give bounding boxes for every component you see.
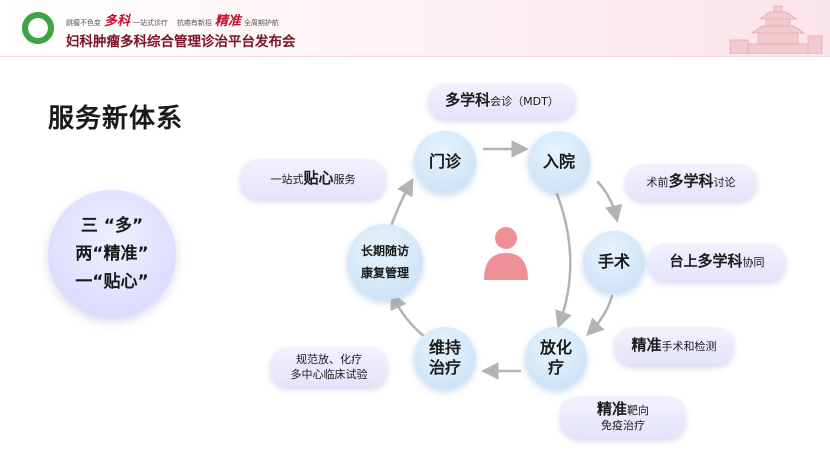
header-slogan: 跳瘤不色变多科一站式诊疗 抗癌有新招精准全周期护航 xyxy=(66,10,279,29)
pill-standard-line2: 多中心临床试验 xyxy=(290,368,368,381)
pill-preop: 术前多学科讨论 xyxy=(625,164,757,200)
pill-preop-post: 讨论 xyxy=(713,176,736,189)
node-chemo: 放化疗 xyxy=(525,327,587,389)
pill-targeted: 精准靶向 免疫治疗 xyxy=(560,396,686,438)
pill-standard-line1: 规范放、化疗 xyxy=(296,353,362,366)
node-maintenance-line2: 治疗 xyxy=(428,358,461,377)
node-admission: 入院 xyxy=(528,131,590,193)
slogan-accent1: 多科 xyxy=(104,14,131,29)
pill-intraop-pre: 台上 xyxy=(669,254,698,270)
pill-mdt-emph: 多学科 xyxy=(445,91,491,109)
arrow-admission-surgery xyxy=(596,180,623,223)
node-followup-line2: 康复管理 xyxy=(360,266,409,280)
pill-mdt-text: 会诊（MDT） xyxy=(490,95,559,108)
slogan-part4: 全周期护航 xyxy=(243,19,279,27)
arrow-admission-chemo xyxy=(555,192,572,329)
pill-standard: 规范放、化疗 多中心临床试验 xyxy=(270,347,388,387)
pill-precise-surgery-post: 手术和检测 xyxy=(661,340,717,353)
node-surgery: 手术 xyxy=(583,231,645,293)
node-followup: 长期随访 康复管理 xyxy=(347,224,423,300)
summary-circle: 三 “多” 两“精准” 一“贴心” xyxy=(48,190,176,318)
pill-targeted-line2: 免疫治疗 xyxy=(601,418,645,432)
arrow-followup-clinic xyxy=(389,177,414,228)
pill-intraop-post: 协同 xyxy=(742,256,765,269)
node-maintenance: 维持 治疗 xyxy=(414,327,476,389)
summary-line-2: 两“精准” xyxy=(75,244,149,264)
slogan-part3: 抗癌有新招 xyxy=(176,19,212,27)
pill-preop-emph: 多学科 xyxy=(668,172,714,190)
arrow-surgery-chemo xyxy=(586,294,614,336)
pill-precise-surgery-emph: 精准 xyxy=(631,336,662,354)
node-surgery-label: 手术 xyxy=(597,252,630,271)
node-chemo-label: 放化疗 xyxy=(539,338,572,377)
pill-mdt: 多学科会诊（MDT） xyxy=(428,83,576,119)
arrow-maintenance-followup xyxy=(390,291,427,339)
pill-intraop: 台上多学科协同 xyxy=(648,243,786,281)
tower-illustration xyxy=(729,5,823,54)
slogan-part1: 跳瘤不色变 xyxy=(66,19,101,27)
node-followup-line1: 长期随访 xyxy=(360,244,409,258)
node-admission-label: 入院 xyxy=(542,152,575,171)
pill-precise-surgery: 精准手术和检测 xyxy=(614,327,734,365)
pill-targeted-post: 靶向 xyxy=(627,403,649,417)
pill-onestop-emph: 贴心 xyxy=(303,169,334,187)
pill-onestop-pre: 一站式 xyxy=(270,173,304,186)
node-clinic: 门诊 xyxy=(414,131,476,193)
node-maintenance-line1: 维持 xyxy=(428,338,461,357)
patient-icon xyxy=(484,227,528,280)
pill-targeted-emph: 精准 xyxy=(596,399,627,418)
hospital-logo xyxy=(20,10,56,46)
slogan-accent2: 精准 xyxy=(214,14,241,29)
pill-onestop: 一站式贴心服务 xyxy=(240,159,386,199)
pill-intraop-emph: 多学科 xyxy=(697,252,743,270)
pill-onestop-post: 服务 xyxy=(333,173,356,186)
header-banner: 跳瘤不色变多科一站式诊疗 抗癌有新招精准全周期护航 妇科肿瘤多科综合管理诊治平台… xyxy=(0,0,830,57)
summary-line-3: 一“贴心” xyxy=(75,272,149,292)
node-clinic-label: 门诊 xyxy=(428,152,461,171)
slogan-part2: 一站式诊疗 xyxy=(133,19,169,27)
section-title: 服务新体系 xyxy=(48,104,184,134)
pill-preop-pre: 术前 xyxy=(646,176,669,189)
conference-title: 妇科肿瘤多科综合管理诊治平台发布会 xyxy=(66,34,296,50)
summary-line-1: 三 “多” xyxy=(80,216,144,236)
